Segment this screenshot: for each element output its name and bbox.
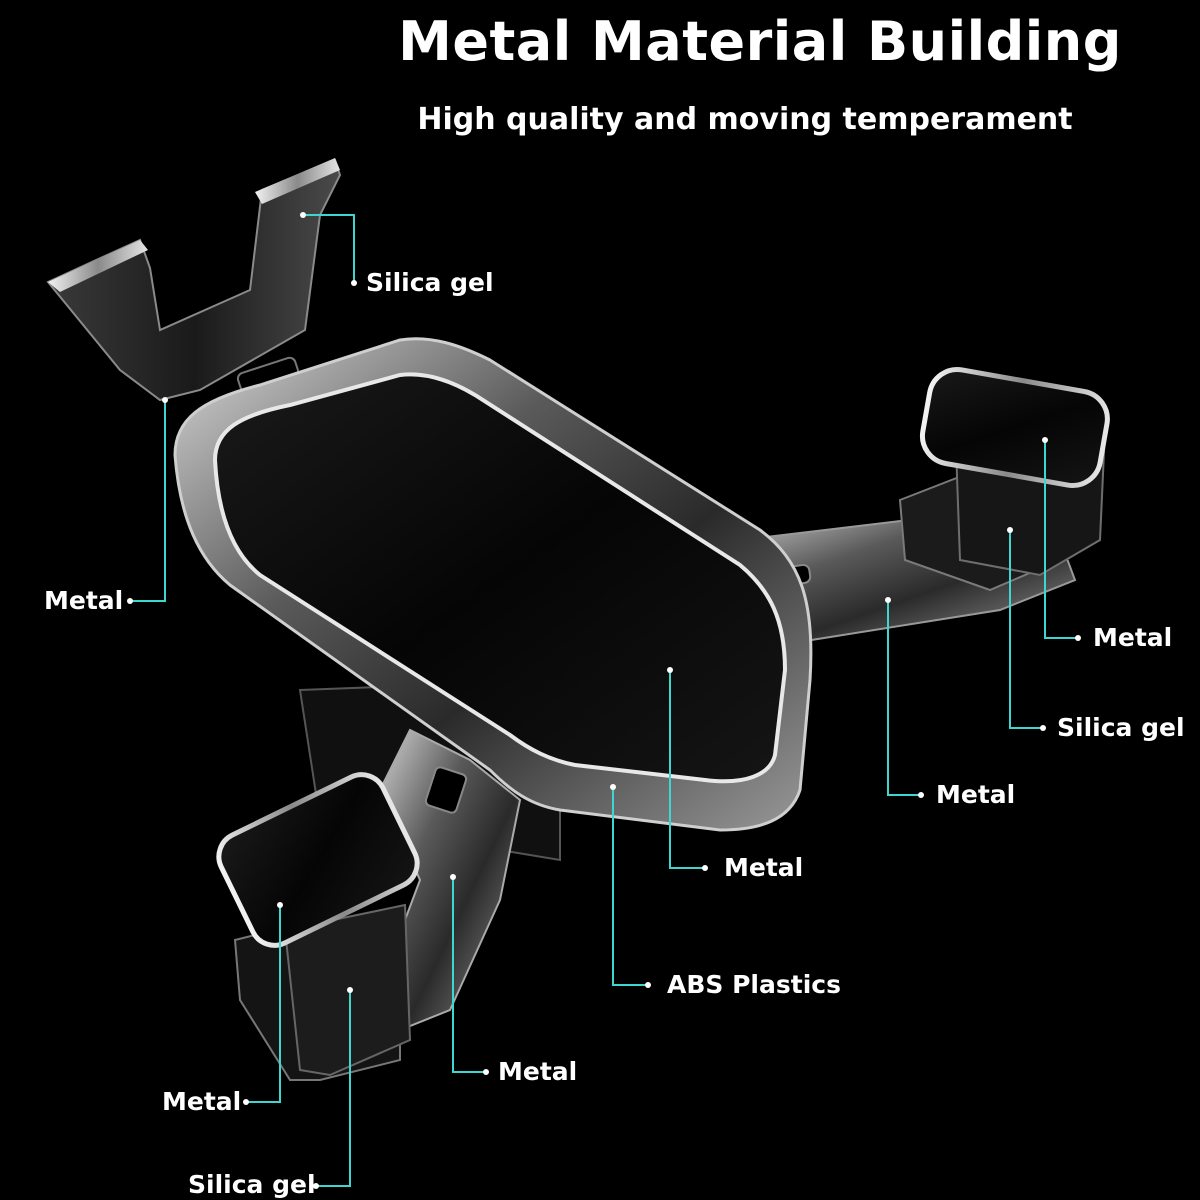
callout-right-foot: Silica gel [1057, 713, 1185, 742]
callout-left-foot: Silica gel [188, 1170, 316, 1199]
callout-left-arm: Metal [44, 586, 124, 615]
page-title: Metal Material Building [398, 10, 1122, 73]
callout-top-clip: Silica gel [366, 268, 494, 297]
top-clip [46, 158, 342, 402]
lower-arm [216, 728, 522, 1081]
callout-left-pad: Metal [162, 1087, 242, 1116]
callout-lower-arm: Metal [498, 1057, 578, 1086]
callout-face: Metal [724, 853, 804, 882]
callout-right-arm: Metal [936, 780, 1016, 809]
leader-dots [127, 212, 1081, 1189]
callout-right-pad: Metal [1093, 623, 1173, 652]
callout-body: ABS Plastics [667, 970, 841, 999]
leader-lines [130, 214, 1078, 1187]
page-subtitle: High quality and moving temperament [417, 102, 1073, 137]
